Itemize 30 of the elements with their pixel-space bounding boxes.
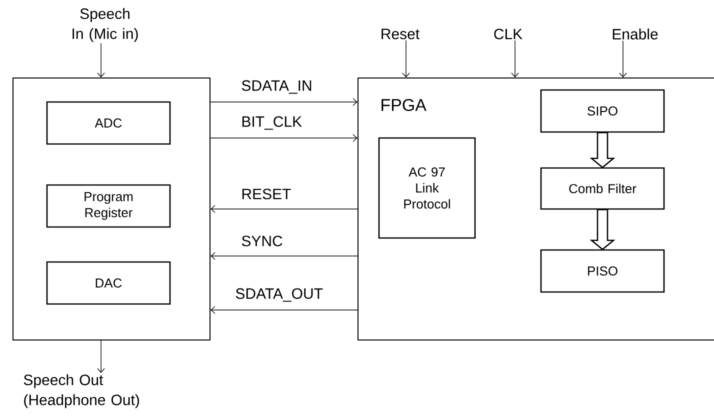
input-label: CLK	[494, 28, 522, 40]
block-box: ADC	[46, 101, 171, 145]
block-arrow	[590, 209, 616, 250]
arrow	[402, 40, 410, 78]
edge-label: BIT_CLK	[240, 115, 304, 131]
input-label: Enable	[612, 28, 658, 40]
block-box: Program Register	[46, 184, 171, 228]
codec-box	[12, 78, 210, 340]
input-label: Speech In (Mic in)	[72, 8, 138, 42]
arrow	[619, 40, 627, 78]
arrow	[97, 340, 105, 373]
arrow	[97, 42, 105, 78]
block-box: PISO	[540, 249, 665, 293]
output-label: Speech Out (Headphone Out)	[24, 374, 139, 408]
arrow	[210, 252, 358, 260]
block-box: DAC	[46, 261, 171, 305]
block-box: Comb Filter	[540, 167, 665, 210]
arrow	[210, 134, 358, 142]
arrow	[210, 306, 358, 314]
arrow	[210, 205, 358, 213]
edge-label: SYNC	[240, 234, 284, 248]
arrow	[210, 98, 358, 106]
edge-label: SDATA_IN	[240, 79, 314, 95]
arrow	[511, 40, 519, 78]
input-label: Reset	[382, 28, 420, 40]
block-box: AC 97 Link Protocol	[378, 137, 476, 239]
edge-label: RESET	[240, 188, 292, 200]
block-box: SIPO	[540, 89, 665, 133]
block-arrow	[590, 132, 616, 168]
edge-label: SDATA_OUT	[234, 287, 324, 303]
